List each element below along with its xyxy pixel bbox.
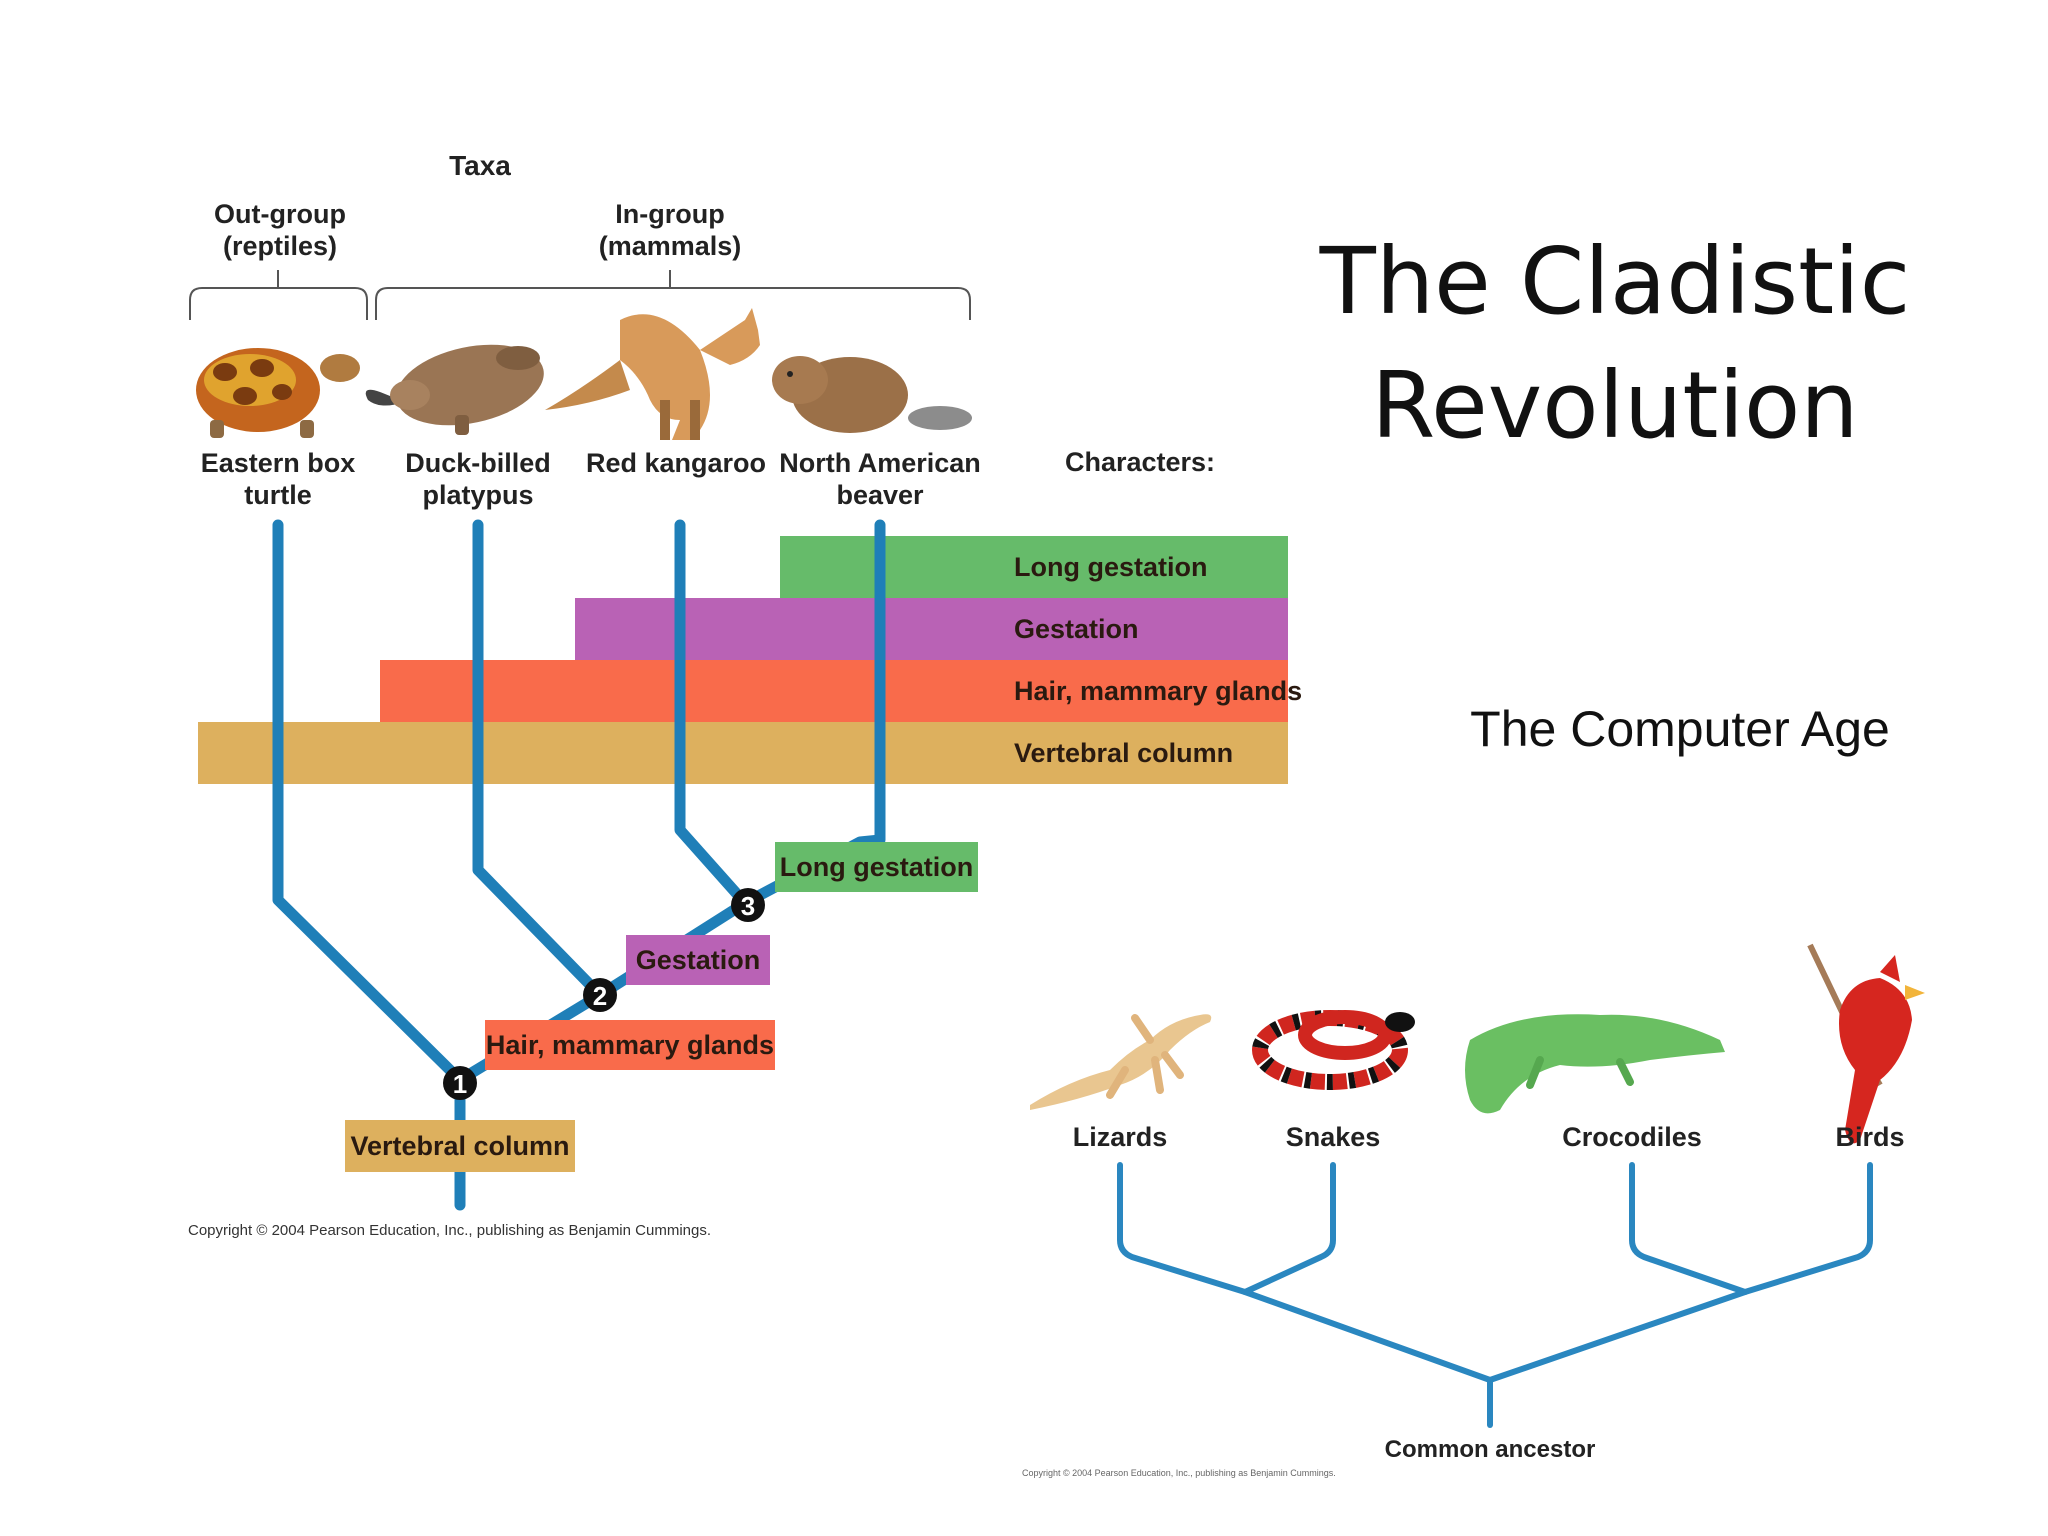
outgroup-label: Out-group (reptiles) — [180, 198, 380, 262]
beaver-icon — [772, 356, 972, 433]
taxon-lizards: Lizards — [1072, 1122, 1168, 1152]
node-3-number: 3 — [741, 891, 755, 921]
taxon-snakes: Snakes — [1285, 1122, 1381, 1152]
taxon-turtle-line-2: turtle — [244, 480, 312, 510]
node-3: 3 — [731, 888, 765, 922]
taxon-turtle-line-1: Eastern box — [200, 448, 356, 478]
ingroup-bracket — [375, 270, 971, 320]
band-vertebral-column — [198, 722, 1288, 784]
taxon-platypus-line-2: platypus — [422, 480, 534, 510]
taxon-beaver-line-1: North American — [779, 448, 981, 478]
band-gestation — [575, 598, 1288, 660]
branch-lizards — [1117, 1162, 1248, 1295]
lizard-icon — [1030, 1014, 1212, 1110]
ingroup-line-1: In-group — [615, 199, 725, 229]
bird-icon — [1807, 943, 1925, 1144]
taxon-label-turtle: Eastern box turtle — [178, 447, 378, 511]
crocodile-icon — [1465, 1014, 1725, 1114]
slide-subtitle: The Computer Age — [1470, 701, 1890, 757]
branch-archosaur-lepidosaur-join — [1242, 1289, 1748, 1383]
node-2: 2 — [583, 978, 617, 1012]
band-hair-mammary-glands — [380, 660, 1288, 722]
band-label-gestation: Gestation — [1014, 614, 1139, 644]
left-copyright: Copyright © 2004 Pearson Education, Inc.… — [188, 1222, 712, 1239]
taxon-label-beaver: North American beaver — [770, 447, 990, 511]
ingroup-line-2: (mammals) — [598, 231, 742, 261]
characters-heading: Characters: — [1064, 447, 1216, 477]
node-2-number: 2 — [593, 981, 607, 1011]
root-label: Common ancestor — [1384, 1436, 1596, 1463]
taxon-label-kangaroo: Red kangaroo — [576, 447, 776, 479]
node-box-long-gestation: Long gestation — [775, 842, 978, 892]
platypus-icon — [365, 344, 544, 435]
band-long-gestation — [780, 536, 1288, 598]
branch-turtle — [272, 519, 466, 1086]
title-line-2: Revolution — [1371, 352, 1859, 459]
taxon-label-platypus: Duck-billed platypus — [378, 447, 578, 511]
node-box-vertebral-column: Vertebral column — [345, 1120, 575, 1172]
taxon-crocodiles: Crocodiles — [1562, 1122, 1702, 1152]
ingroup-label: In-group (mammals) — [570, 198, 770, 262]
taxon-platypus-line-1: Duck-billed — [405, 448, 551, 478]
right-copyright: Copyright © 2004 Pearson Education, Inc.… — [1022, 1468, 1336, 1478]
taxon-kangaroo-line-1: Red kangaroo — [585, 448, 767, 478]
turtle-icon — [196, 348, 360, 438]
band-label-hair-mammary-glands: Hair, mammary glands — [1014, 676, 1303, 706]
title-line-1: The Cladistic — [1319, 228, 1911, 335]
branch-kangaroo — [674, 519, 751, 909]
band-label-long-gestation: Long gestation — [1014, 552, 1208, 582]
outgroup-line-2: (reptiles) — [222, 231, 338, 261]
branch-birds — [1742, 1162, 1873, 1295]
node-1: 1 — [443, 1066, 477, 1100]
taxon-birds: Birds — [1835, 1122, 1905, 1152]
branch-crocodiles — [1629, 1162, 1748, 1295]
node-1-number: 1 — [453, 1069, 467, 1099]
branch-snakes — [1242, 1162, 1336, 1295]
branch-platypus — [472, 519, 606, 1001]
right-branches — [1117, 1162, 1873, 1428]
band-label-vertebral-column: Vertebral column — [1014, 738, 1234, 768]
outgroup-bracket — [189, 270, 368, 320]
outgroup-line-1: Out-group — [214, 199, 346, 229]
taxon-beaver-line-2: beaver — [836, 480, 924, 510]
slide-title: The Cladistic Revolution — [1290, 220, 1940, 468]
taxa-heading: Taxa — [449, 150, 511, 181]
node-box-gestation: Gestation — [626, 935, 770, 985]
node-box-hair-mammary-glands: Hair, mammary glands — [485, 1020, 775, 1070]
kangaroo-icon — [545, 308, 760, 440]
snake-icon — [1252, 1010, 1415, 1090]
